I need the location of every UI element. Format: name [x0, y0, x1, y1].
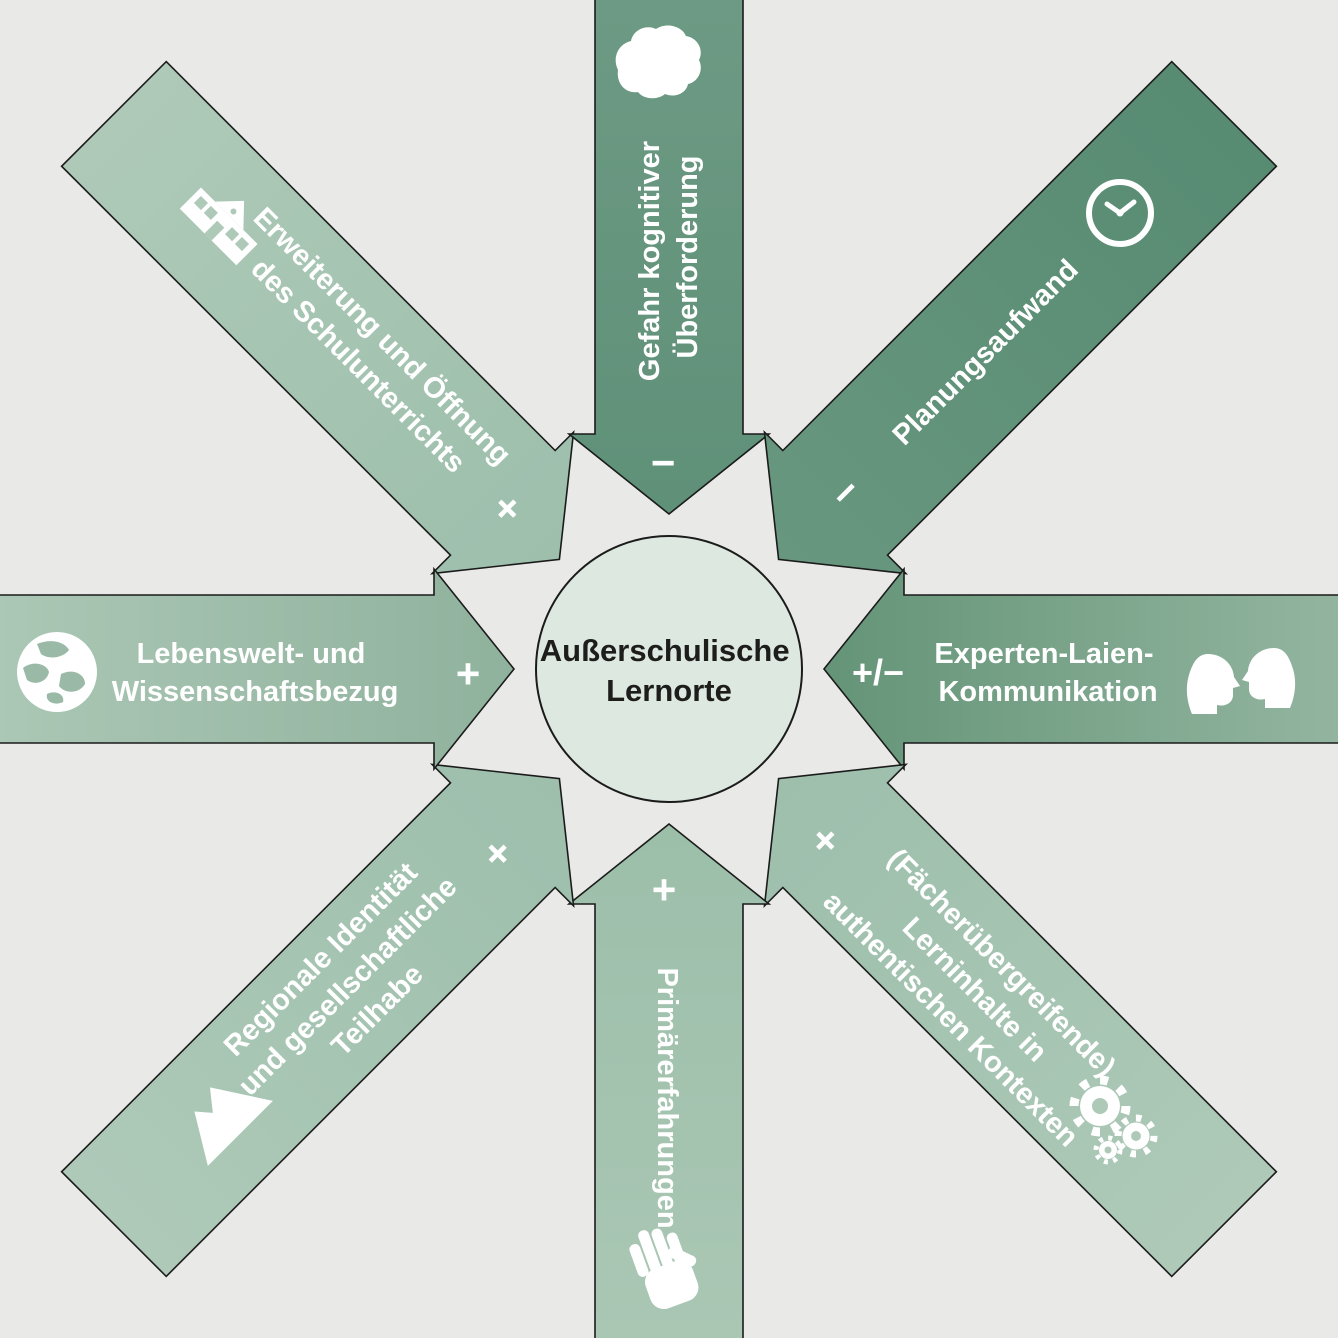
- communication-icon: [1186, 648, 1296, 714]
- arrow-body: [822, 566, 1338, 772]
- arrow-sign-bottom: +: [652, 866, 677, 913]
- svg-text:Experten-Laien- Kommunik: Experten-Laien- Kommunikation: [934, 638, 1161, 708]
- arrow-body: [763, 763, 1278, 1278]
- arrow-bottom-right: [763, 763, 1278, 1278]
- arrow-top: [566, 0, 772, 516]
- center-circle: [535, 535, 803, 803]
- arrow-body: [566, 822, 772, 1338]
- svg-text:Gefahr kognitiver Überfo: Gefahr kognitiver Überforderung: [634, 133, 704, 381]
- arrow-sign-right: +/−: [852, 652, 904, 693]
- brain-icon: [615, 25, 701, 99]
- arrow-label-top: Gefahr kognitiver Überforderung: [634, 133, 704, 381]
- svg-text:Primärerfahrungen: Primärerfahrungen: [651, 967, 683, 1228]
- center-title: Außerschulische Lernorte: [540, 633, 798, 708]
- globe-icon: [17, 632, 97, 712]
- hand-icon: [629, 1228, 699, 1310]
- arrow-body: [60, 60, 575, 575]
- clock-icon: [1086, 179, 1154, 247]
- arrow-body: [0, 566, 516, 772]
- arrow-body: [566, 0, 772, 516]
- arrow-label-bottom: Primärerfahrungen: [651, 967, 683, 1228]
- arrow-top-right: [763, 60, 1278, 575]
- arrow-label-left: Lebenswelt- und Wissenschaftsbezug: [112, 638, 399, 708]
- gears-icon: [1069, 1075, 1158, 1165]
- svg-text:Lebenswelt- und Wissensc: Lebenswelt- und Wissenschaftsbezug: [112, 638, 399, 708]
- arrow-sign-top: −: [651, 439, 676, 486]
- arrow-top-left: [60, 60, 575, 575]
- arrow-sign-left: +: [456, 650, 481, 697]
- arrow-body: [763, 60, 1278, 575]
- arrow-bottom-left: [60, 763, 575, 1278]
- mountain-icon: [194, 1087, 273, 1166]
- arrow-body: [60, 763, 575, 1278]
- arrow-bottom: [566, 822, 772, 1338]
- arrow-left: [0, 566, 516, 772]
- school-icon: [179, 187, 258, 266]
- arrow-right: [822, 566, 1338, 772]
- arrow-label-right: Experten-Laien- Kommunikation: [934, 638, 1161, 708]
